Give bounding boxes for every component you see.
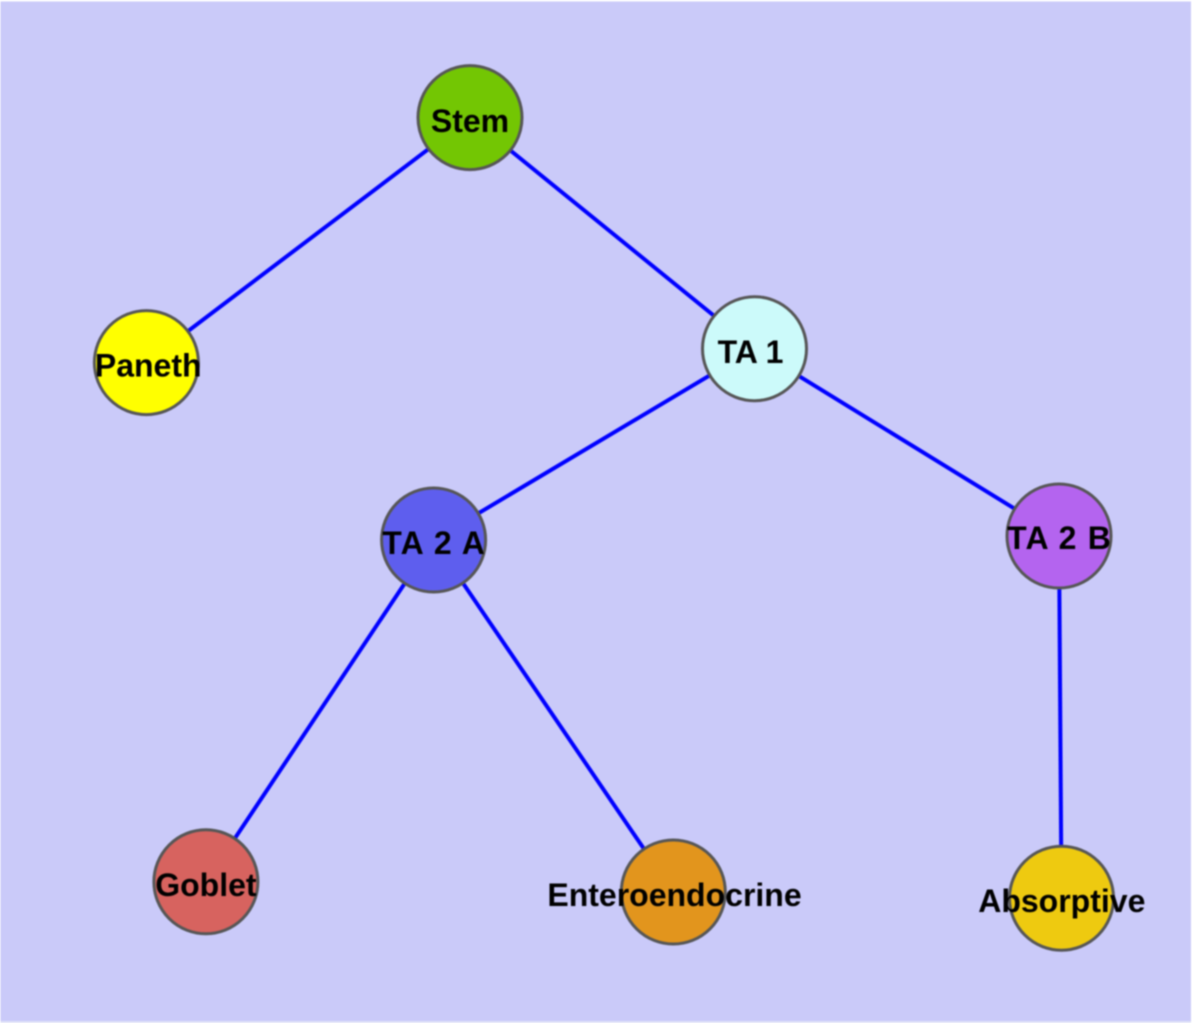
svg-text:Goblet: Goblet bbox=[155, 867, 257, 903]
svg-text:TA 2 A: TA 2 A bbox=[382, 525, 486, 561]
svg-text:Absorptive: Absorptive bbox=[978, 883, 1145, 919]
svg-text:TA 1: TA 1 bbox=[718, 334, 784, 370]
svg-text:TA 2 B: TA 2 B bbox=[1007, 520, 1112, 556]
svg-text:Stem: Stem bbox=[431, 103, 509, 139]
svg-text:Paneth: Paneth bbox=[95, 348, 202, 384]
svg-text:Enteroendocrine: Enteroendocrine bbox=[547, 877, 801, 913]
